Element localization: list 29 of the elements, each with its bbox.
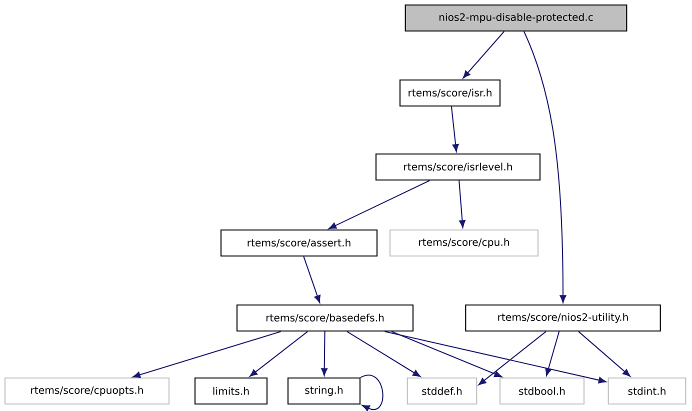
file-box: stdint.h — [608, 377, 686, 405]
arrow — [303, 256, 321, 304]
file-box: rtems/score/cpu.h — [389, 229, 539, 257]
arrow — [250, 331, 308, 377]
file-box: stdbool.h — [499, 377, 585, 405]
arrow — [132, 331, 282, 378]
arrow — [321, 332, 328, 376]
arrow — [328, 180, 430, 230]
file-box: limits.h — [194, 377, 268, 405]
arrow — [578, 331, 630, 377]
arrow — [545, 331, 560, 376]
file-box: rtems/score/nios2-utility.h — [465, 304, 661, 332]
file-box: string.h — [287, 377, 361, 405]
arrow — [462, 31, 504, 78]
file-box: rtems/score/isrlevel.h — [375, 153, 541, 181]
arrow — [391, 331, 502, 378]
arrow — [524, 31, 566, 303]
file-box: stddef.h — [406, 377, 478, 405]
arrow — [478, 331, 546, 386]
file-box: rtems/score/basedefs.h — [236, 304, 414, 332]
arrow — [458, 180, 466, 228]
arrow — [384, 331, 606, 384]
file-box: nios2-mpu-disable-protected.c — [404, 4, 628, 32]
arrow — [346, 331, 421, 377]
file-box: rtems/score/isr.h — [399, 79, 501, 107]
arrow — [360, 374, 384, 411]
arrow — [450, 106, 459, 152]
file-box: rtems/score/assert.h — [220, 229, 378, 257]
file-box: rtems/score/cpuopts.h — [4, 377, 170, 405]
